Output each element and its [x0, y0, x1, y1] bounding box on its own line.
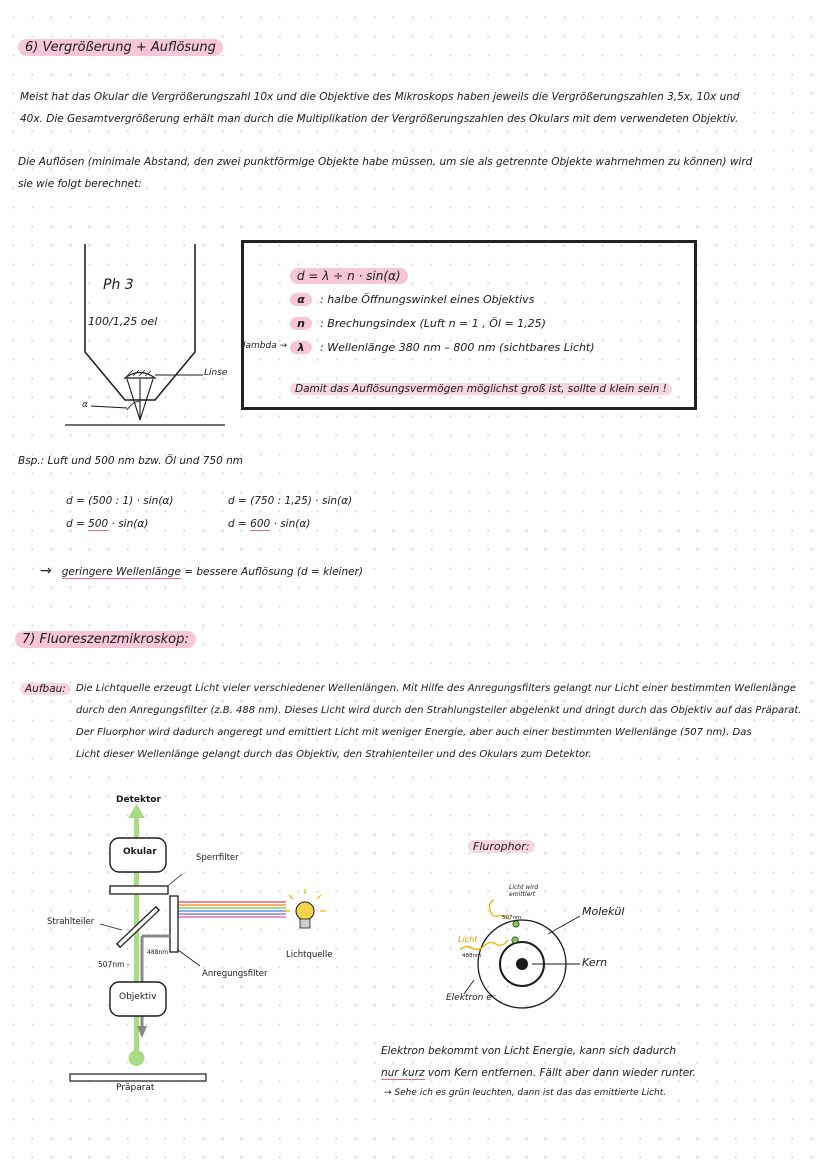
- electron-ground: [511, 936, 519, 944]
- nm507-label: 507nm -: [98, 960, 130, 969]
- section-6-paragraph-2: Die Auflösen (minimale Abstand, den zwei…: [18, 156, 753, 190]
- example-right-1: d = (750 : 1,25) · sin(α): [228, 495, 353, 507]
- objektiv-label: Objektiv: [119, 992, 157, 1002]
- incoming-light-label: Licht: [458, 935, 478, 944]
- nucleus: [516, 958, 528, 970]
- formula-n-row: n: Brechungsindex (Luft n = 1 , Öl = 1,2…: [290, 317, 546, 330]
- fluorophor-atom-diagram: [459, 899, 581, 1009]
- example-intro: Bsp.: Luft und 500 nm bzw. Öl und 750 nm: [18, 455, 243, 467]
- lightbulb-icon: [284, 889, 326, 929]
- fluorophor-text-3: → Sehe ich es grün leuchten, dann ist da…: [384, 1088, 667, 1098]
- praeparat-label: Präparat: [116, 1083, 155, 1093]
- example-left-1: d = (500 : 1) · sin(α): [66, 495, 174, 507]
- light-source-spectrum: [176, 901, 286, 918]
- objektiv-box: [109, 981, 167, 1017]
- section-7-label: Aufbau:: [20, 678, 71, 700]
- sperrfilter-label: Sperrfilter: [196, 853, 239, 863]
- fluoro-nm507-label: 507nm: [502, 915, 522, 921]
- section-6-paragraph-1: Meist hat das Okular die Vergrößerungsza…: [20, 91, 740, 125]
- fluorophor-text-1: Elektron bekommt von Licht Energie, kann…: [381, 1045, 677, 1057]
- emitted-light-label: Licht wird emittiert: [509, 884, 539, 898]
- specimen-dot: [128, 1050, 145, 1066]
- formula-conclusion: Damit das Auflösungsvermögen möglichst g…: [290, 383, 672, 395]
- okular-box: [109, 837, 167, 873]
- detektor-label: Detektor: [116, 795, 161, 805]
- sperrfilter: [109, 885, 169, 895]
- fluorophor-text-2: nur kurz vom Kern entfernen. Fällt aber …: [381, 1067, 696, 1080]
- fluorescence-microscope-diagram: [69, 804, 326, 1082]
- fluoro-nm488-label: 488nm: [462, 953, 482, 959]
- example-right-2: d = 600 · sin(α): [228, 518, 311, 531]
- section-7-title: 7) Fluoreszenzmikroskop:: [15, 631, 196, 648]
- molekuel-label: Molekül: [582, 905, 625, 918]
- kern-label: Kern: [582, 956, 608, 969]
- detector-arrow: [128, 804, 145, 818]
- elektron-label: Elektron e⁻: [446, 993, 497, 1003]
- formula-box: d = λ ÷ n · sin(α) α: halbe Öffnungswink…: [241, 240, 697, 410]
- lambda-side-note: lambda →: [243, 341, 288, 351]
- formula-lambda-row: λ: Wellenlänge 380 nm – 800 nm (sichtbar…: [290, 341, 595, 354]
- incoming-light-wave: [459, 939, 509, 951]
- section-7-paragraph: Die Lichtquelle erzeugt Licht vieler ver…: [76, 683, 802, 760]
- electron-excited: [512, 920, 520, 928]
- okular-label: Okular: [123, 847, 157, 857]
- praeparat-slide: [69, 1073, 207, 1082]
- objective-lens-drawing: [65, 244, 225, 426]
- lichtquelle-label: Lichtquelle: [286, 950, 333, 960]
- formula-main: d = λ ÷ n · sin(α): [290, 268, 408, 284]
- emission-beam: [134, 814, 139, 1054]
- alpha-label: α: [82, 400, 88, 410]
- objective-label-spec: 100/1,25 oel: [88, 315, 158, 328]
- lens-label: Linse: [204, 368, 228, 378]
- nm488-label: 488nm: [147, 949, 169, 956]
- example-left-2: d = 500 · sin(α): [66, 518, 149, 531]
- objective-label-ph3: Ph 3: [103, 277, 134, 293]
- section-6-title: 6) Vergrößerung + Auflösung: [18, 39, 223, 56]
- anregungsfilter-label: Anregungsfilter: [202, 969, 268, 979]
- example-conclusion: →geringere Wellenlänge = bessere Auflösu…: [40, 563, 364, 579]
- fluorophor-title: Flurophor:: [468, 840, 535, 853]
- emitted-light-wave: [488, 899, 511, 921]
- strahlteiler-label: Strahlteiler: [47, 917, 95, 927]
- anregungsfilter: [169, 895, 179, 953]
- formula-alpha-row: α: halbe Öffnungswinkel eines Objektivs: [290, 293, 534, 306]
